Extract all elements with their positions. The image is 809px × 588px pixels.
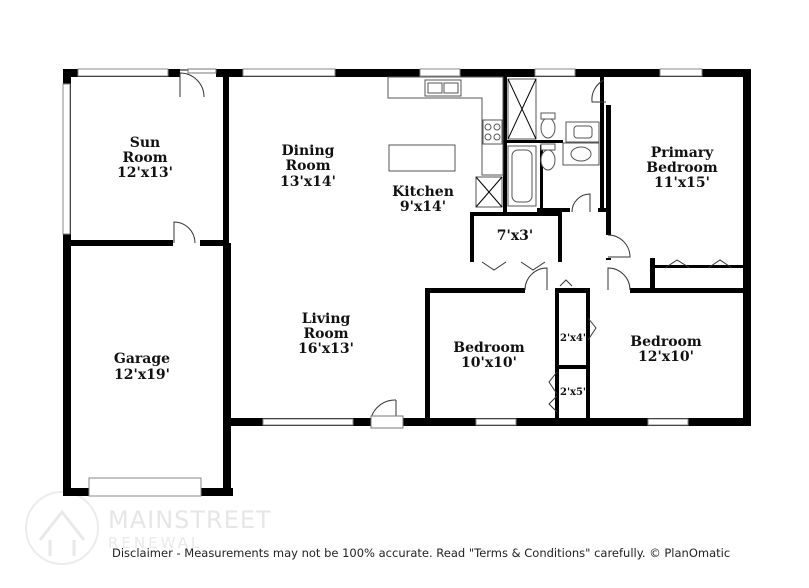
garage-dims: 12'x19' xyxy=(114,367,170,383)
closet-2x4-dims: 2'x4' xyxy=(560,333,586,344)
sunroom-door xyxy=(179,72,205,98)
dining-room-label-line2: Room xyxy=(285,158,330,174)
dining-room-dims: 13'x14' xyxy=(280,174,336,190)
room-labels: Sun Room 12'x13' Dining Room 13'x14' Kit… xyxy=(114,135,718,398)
bedroom-left-dims: 10'x10' xyxy=(461,355,517,371)
living-room-label-line2: Room xyxy=(303,326,348,342)
bedroom-right-label: Bedroom xyxy=(630,334,702,350)
interior-walls xyxy=(63,69,751,425)
doors xyxy=(173,79,733,429)
kitchen-fixtures xyxy=(387,76,504,208)
logo-wordmark: MAINSTREET xyxy=(108,506,272,534)
living-room-dims: 16'x13' xyxy=(298,341,354,357)
primary-bedroom-label-line1: Primary xyxy=(651,145,714,161)
bathroom-fixtures xyxy=(507,78,600,207)
sun-room-label-line1: Sun xyxy=(130,135,160,151)
kitchen-dims: 9'x14' xyxy=(400,199,446,215)
kitchen-island xyxy=(388,144,456,172)
logo-subtext: RENEWAL xyxy=(108,534,202,552)
sun-room-dims: 12'x13' xyxy=(117,165,173,181)
closet-2x5-dims: 2'x5' xyxy=(560,387,586,398)
primary-bedroom-dims: 11'x15' xyxy=(654,175,710,191)
windows xyxy=(62,68,703,497)
dining-room-label-line1: Dining xyxy=(282,143,335,159)
sun-room-label-line2: Room xyxy=(122,150,167,166)
primary-bedroom-label-line2: Bedroom xyxy=(646,160,718,176)
bedroom-right-dims: 12'x10' xyxy=(638,349,694,365)
bedroom-left-label: Bedroom xyxy=(453,340,525,356)
living-room-label-line1: Living xyxy=(302,311,351,327)
mainstreet-logo: MAINSTREET RENEWAL xyxy=(25,491,272,565)
exterior-walls xyxy=(63,69,751,496)
garage-label: Garage xyxy=(114,351,170,367)
kitchen-label: Kitchen xyxy=(392,184,454,200)
closet-7x3-dims: 7'x3' xyxy=(497,228,533,244)
disclaimer-text: Disclaimer - Measurements may not be 100… xyxy=(112,546,730,560)
